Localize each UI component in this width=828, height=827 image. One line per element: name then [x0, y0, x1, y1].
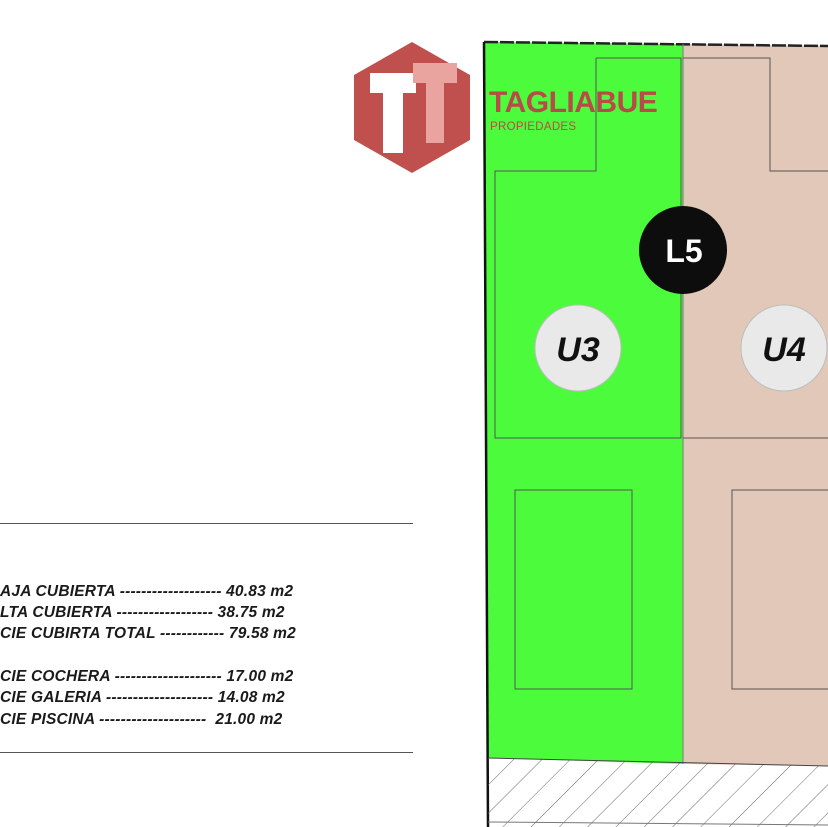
specs-bottom-divider — [0, 752, 413, 753]
spec-line: CIE CUBIRTA TOTAL ------------ 79.58 m2 — [0, 625, 296, 642]
specs-top-divider — [0, 523, 413, 524]
unit-label-u4: U4 — [762, 331, 806, 369]
spec-line: AJA CUBIERTA ------------------- 40.83 m… — [0, 583, 294, 600]
lot-boundary — [483, 40, 828, 48]
brand-subtitle: PROPIEDADES — [490, 121, 577, 133]
unit-label-u3: U3 — [556, 331, 600, 369]
lot-left-boundary — [482, 41, 490, 827]
spec-line: CIE PISCINA -------------------- 21.00 m… — [0, 711, 283, 728]
lot-label: L5 — [665, 233, 702, 269]
lot-badge — [639, 206, 727, 294]
u4-pool-outline — [731, 489, 828, 690]
unit-badge-u3 — [534, 304, 622, 392]
u4-house-outline — [683, 57, 828, 172]
sidewalk-inner-edge — [487, 821, 828, 826]
brand-name: TAGLIABUE — [489, 86, 658, 119]
sidewalk-hatch — [488, 758, 828, 827]
unit-badge-u4 — [740, 304, 828, 392]
u3-pool-outline — [514, 489, 633, 690]
u3-house-outline — [494, 57, 682, 439]
hexagon-tt-logo-icon — [354, 42, 470, 173]
unit-u3-parcel — [484, 42, 683, 764]
spec-line: CIE COCHERA -------------------- 17.00 m… — [0, 668, 294, 685]
unit-u4-parcel — [683, 44, 828, 766]
spec-line: LTA CUBIERTA ------------------ 38.75 m2 — [0, 604, 285, 621]
spec-line: CIE GALERIA -------------------- 14.08 m… — [0, 689, 285, 706]
sidewalk-edge — [487, 757, 828, 767]
